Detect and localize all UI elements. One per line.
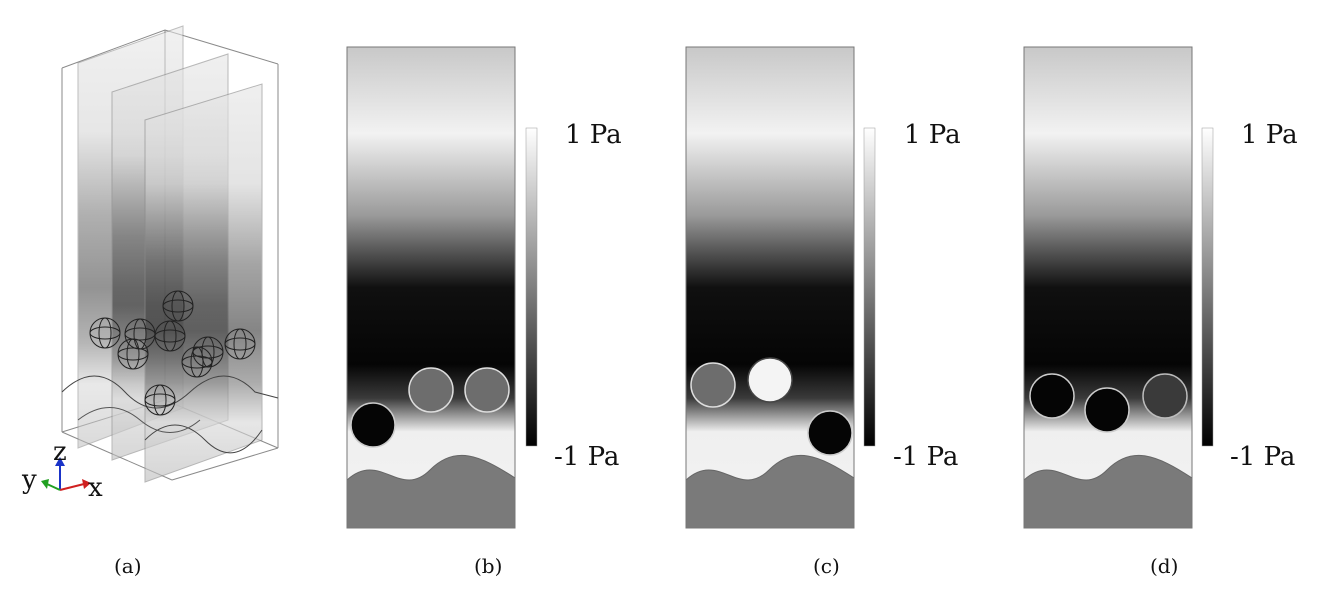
colorbar-max-label: 1 Pa bbox=[565, 120, 622, 150]
particle-3d bbox=[154, 320, 186, 352]
colorbar-min-label: -1 Pa bbox=[554, 442, 619, 472]
colorbar: 1 Pa -1 Pa bbox=[525, 120, 622, 472]
panel-label-b: (b) bbox=[474, 554, 502, 578]
colorbar-min-label: -1 Pa bbox=[893, 442, 958, 472]
colorbar-gradient bbox=[525, 127, 538, 447]
particle-3d bbox=[162, 290, 194, 322]
particle bbox=[464, 367, 510, 413]
particle-3d bbox=[89, 317, 121, 349]
colorbar-max-label: 1 Pa bbox=[904, 120, 961, 150]
axis-label-x: x bbox=[88, 473, 103, 503]
particle-3d bbox=[144, 384, 176, 416]
particle-3d bbox=[181, 346, 213, 378]
wavy-wall-3d bbox=[61, 375, 279, 409]
colorbar: 1 Pa -1 Pa bbox=[863, 120, 961, 472]
panel-a-3d-view: z x y (a) bbox=[21, 25, 279, 578]
particle bbox=[747, 357, 793, 403]
colorbar-gradient bbox=[1201, 127, 1214, 447]
particle bbox=[690, 362, 736, 408]
panel-label-a: (a) bbox=[114, 554, 142, 578]
particle-group-3d bbox=[89, 290, 256, 416]
particle-3d bbox=[224, 328, 256, 360]
particle-3d bbox=[117, 338, 149, 370]
particle bbox=[408, 367, 454, 413]
colorbar-max-label: 1 Pa bbox=[1241, 120, 1298, 150]
colorbar-gradient bbox=[863, 127, 876, 447]
wavy-wall bbox=[686, 455, 854, 528]
particle bbox=[1084, 387, 1130, 433]
axis-label-y: y bbox=[21, 465, 37, 495]
slice-frame bbox=[1023, 46, 1193, 529]
wavy-wall bbox=[1024, 455, 1192, 528]
slice-frame bbox=[346, 46, 516, 529]
colorbar: 1 Pa -1 Pa bbox=[1201, 120, 1298, 472]
wavy-wall-3d-back bbox=[144, 424, 263, 454]
slice-frame bbox=[685, 46, 855, 529]
pressure-field bbox=[686, 47, 854, 528]
colorbar-min-label: -1 Pa bbox=[1230, 442, 1295, 472]
panel-label-d: (d) bbox=[1150, 554, 1178, 578]
wavy-wall bbox=[347, 455, 515, 528]
slice-plane-3 bbox=[144, 83, 263, 483]
xyz-axis-triad-icon: z x y bbox=[21, 437, 103, 503]
particle bbox=[807, 410, 853, 456]
panel-label-c: (c) bbox=[813, 554, 840, 578]
pressure-field bbox=[1024, 47, 1192, 528]
panel-b-slice: 1 Pa -1 Pa (b) bbox=[346, 46, 622, 578]
axis-label-z: z bbox=[53, 437, 67, 467]
particle bbox=[350, 402, 396, 448]
particle bbox=[1142, 373, 1188, 419]
panel-c-slice: 1 Pa -1 Pa (c) bbox=[685, 46, 961, 578]
pressure-field bbox=[347, 47, 515, 528]
particle bbox=[1029, 373, 1075, 419]
panel-d-slice: 1 Pa -1 Pa (d) bbox=[1023, 46, 1298, 578]
